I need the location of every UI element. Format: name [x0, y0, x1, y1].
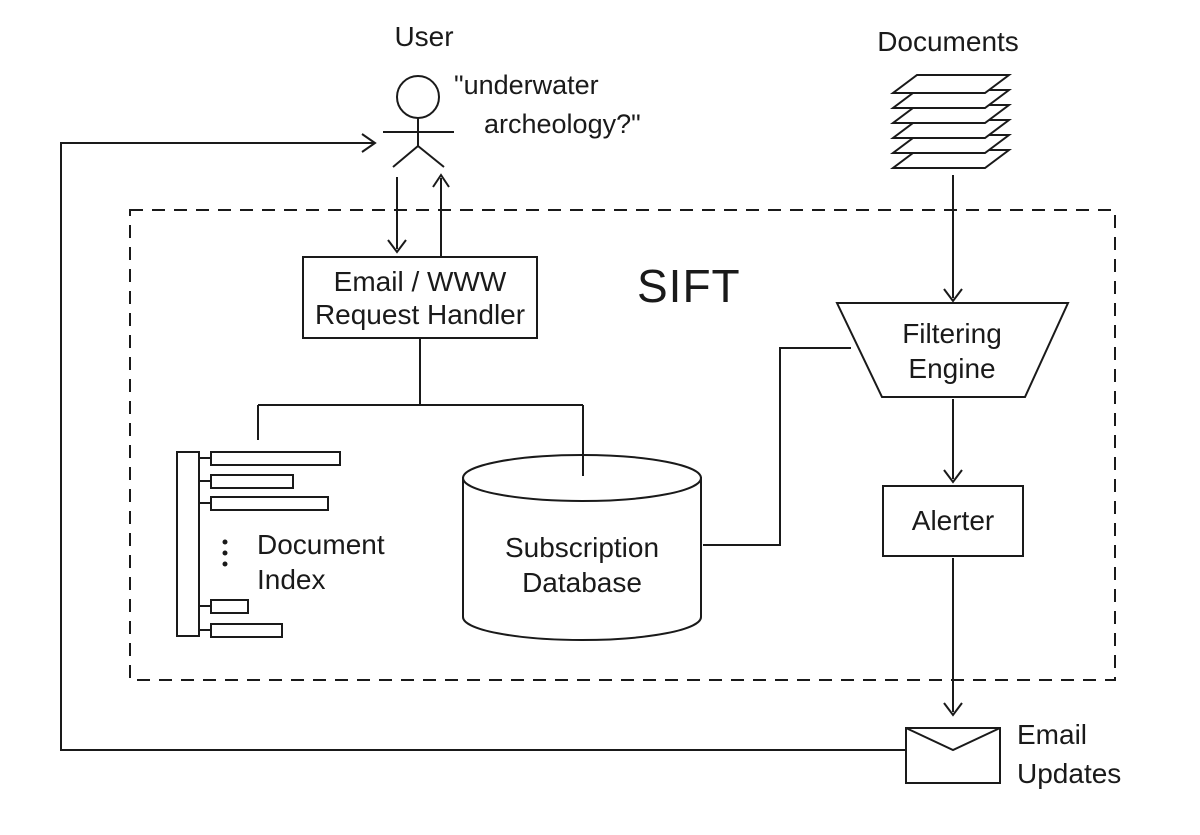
- request-handler-label-line2: Request Handler: [314, 298, 526, 330]
- down-arrowhead-icon: [387, 239, 407, 254]
- alerter-label: Alerter: [883, 486, 1023, 556]
- documents-to-engine-arrow: [943, 175, 963, 303]
- subscription-database-label-line1: Subscription: [504, 532, 660, 563]
- filtering-engine-label-line1: Filtering: [902, 318, 1002, 349]
- documents-label: Documents: [877, 26, 1019, 57]
- request-handler-label: Email / WWW Request Handler: [303, 257, 537, 338]
- right-arrowhead-icon: [361, 133, 377, 153]
- down-arrowhead-icon: [943, 288, 963, 303]
- stacked-pages-icon: [890, 74, 1012, 169]
- down-arrowhead-icon: [943, 469, 963, 484]
- alerter-label-text: Alerter: [911, 505, 995, 536]
- index-bars-icon: [176, 451, 341, 638]
- handler-to-user-arrow: [432, 173, 450, 257]
- user-query-line1: "underwater: [454, 70, 599, 100]
- email-updates-label-line1: Email: [1017, 719, 1088, 750]
- request-handler-box: [302, 256, 538, 339]
- sift-system-title: SIFT: [637, 260, 741, 312]
- email-updates-label-line2: Updates: [1017, 758, 1122, 789]
- filtering-engine-label-line2: Engine: [908, 353, 996, 384]
- up-arrowhead-icon: [432, 173, 450, 188]
- database-cylinder-icon: [462, 454, 702, 641]
- handler-branch-connector-line: [257, 338, 583, 440]
- funnel-trapezoid-icon: [835, 302, 1070, 398]
- user-label: User: [394, 21, 454, 52]
- user-query-line2: archeology?": [484, 109, 641, 139]
- user-to-handler-arrow: [387, 177, 407, 254]
- stick-figure-icon: [383, 75, 454, 168]
- alerter-to-email-arrow: [943, 558, 963, 717]
- database-to-engine-connector-line: [703, 347, 851, 546]
- down-arrowhead-icon: [943, 702, 963, 717]
- alerter-box: [882, 485, 1024, 557]
- subscription-database-label-line2: Database: [522, 567, 642, 598]
- sift-boundary-dashed-box: [129, 209, 1116, 681]
- document-index-label-line2: Index: [257, 564, 326, 595]
- envelope-icon: [905, 727, 1001, 784]
- request-handler-label-line1: Email / WWW: [333, 265, 507, 297]
- engine-to-alerter-arrow: [943, 399, 963, 484]
- document-index-label-line1: Document: [257, 529, 385, 560]
- email-to-user-feedback-line: [60, 133, 906, 751]
